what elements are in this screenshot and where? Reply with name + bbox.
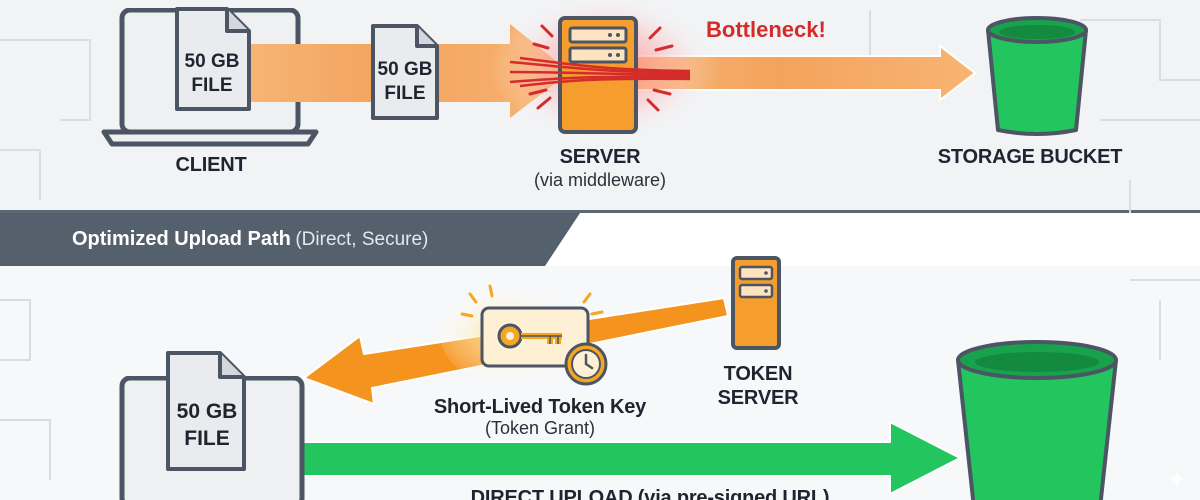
storage-bucket-icon bbox=[986, 16, 1088, 136]
server-sublabel: (via middleware) bbox=[533, 170, 667, 190]
client-file-bottom-icon bbox=[166, 351, 246, 471]
transit-file-label: 50 GB FILE bbox=[370, 58, 440, 106]
client-label: CLIENT bbox=[175, 154, 247, 176]
sparkle-icon bbox=[1167, 469, 1187, 489]
token-key-sublabel: (Token Grant) bbox=[484, 418, 596, 438]
token-server-icon bbox=[731, 256, 781, 350]
direct-upload-label: DIRECT UPLOAD (via pre-signed URL) bbox=[470, 487, 830, 500]
bottom-file-word: FILE bbox=[184, 427, 230, 450]
direct-upload-arrow bbox=[300, 421, 961, 495]
banner-subtitle: (Direct, Secure) bbox=[295, 229, 429, 250]
token-server-label-line1: TOKEN bbox=[723, 363, 793, 385]
token-key-label: Short-Lived Token Key bbox=[433, 396, 647, 418]
bottleneck-label: Bottleneck! bbox=[706, 17, 826, 42]
storage-bucket-bottom-icon bbox=[956, 340, 1118, 500]
token-key-icon bbox=[440, 283, 604, 387]
transit-file-size: 50 GB bbox=[377, 59, 433, 80]
server-label: SERVER bbox=[559, 146, 641, 168]
token-server-label-line2: SERVER bbox=[717, 387, 799, 409]
client-file-size: 50 GB bbox=[184, 51, 240, 72]
client-file-label: 50 GB FILE bbox=[177, 50, 247, 98]
banner-title: Optimized Upload Path bbox=[72, 228, 291, 250]
server-bottleneck-group bbox=[490, 0, 720, 150]
clock-icon bbox=[564, 342, 608, 386]
storage-label: STORAGE BUCKET bbox=[937, 146, 1123, 168]
client-file-bottom-label: 50 GB FILE bbox=[170, 398, 244, 452]
banner-tab bbox=[0, 213, 580, 266]
token-server-label: TOKEN SERVER bbox=[688, 362, 828, 410]
client-file-word: FILE bbox=[191, 75, 233, 96]
transit-file-word: FILE bbox=[384, 83, 426, 104]
transit-file-icon bbox=[371, 24, 439, 120]
client-file-icon bbox=[175, 7, 251, 111]
banner-heading: Optimized Upload Path (Direct, Secure) bbox=[72, 228, 428, 251]
bottom-file-size: 50 GB bbox=[176, 400, 238, 423]
